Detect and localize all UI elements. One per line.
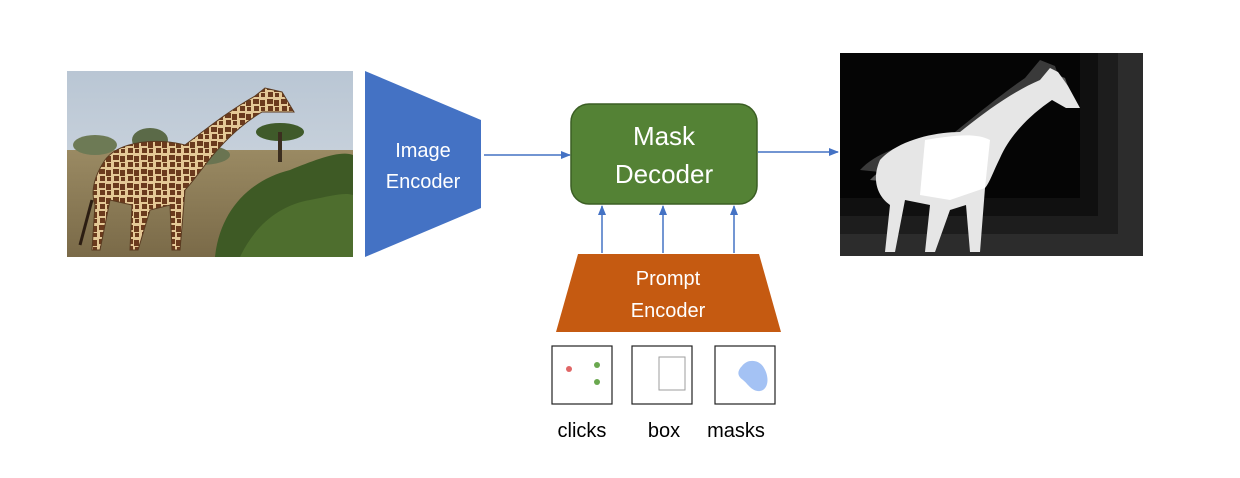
- image-encoder-label-line2: Encoder: [386, 171, 461, 193]
- input-image: [67, 71, 353, 257]
- image-encoder-label-line1: Image: [395, 140, 451, 162]
- mask-decoder-label-line2: Decoder: [615, 159, 714, 189]
- prompt-box: box: [631, 345, 693, 442]
- clicks-frame: [551, 345, 613, 405]
- box-icon: [658, 356, 686, 391]
- box-label: box: [648, 420, 680, 442]
- prompt-encoder-block: Prompt Encoder: [556, 254, 781, 332]
- prompt-encoder-label-line1: Prompt: [636, 268, 701, 290]
- clicks-label: clicks: [558, 420, 607, 442]
- mask-decoder-block: Mask Decoder: [570, 103, 758, 205]
- prompt-encoder-label-line2: Encoder: [631, 300, 706, 322]
- clicks-icon: [566, 362, 600, 385]
- giraffe-figure: [78, 87, 295, 251]
- mask-decoder-label-line1: Mask: [633, 121, 696, 151]
- image-encoder-block: Image Encoder: [365, 71, 481, 257]
- prompt-clicks: clicks: [551, 345, 613, 442]
- masks-label: masks: [707, 420, 765, 442]
- prompt-masks: masks: [707, 345, 776, 442]
- output-mask-image: [840, 53, 1143, 256]
- mask-blob-icon: [738, 360, 768, 392]
